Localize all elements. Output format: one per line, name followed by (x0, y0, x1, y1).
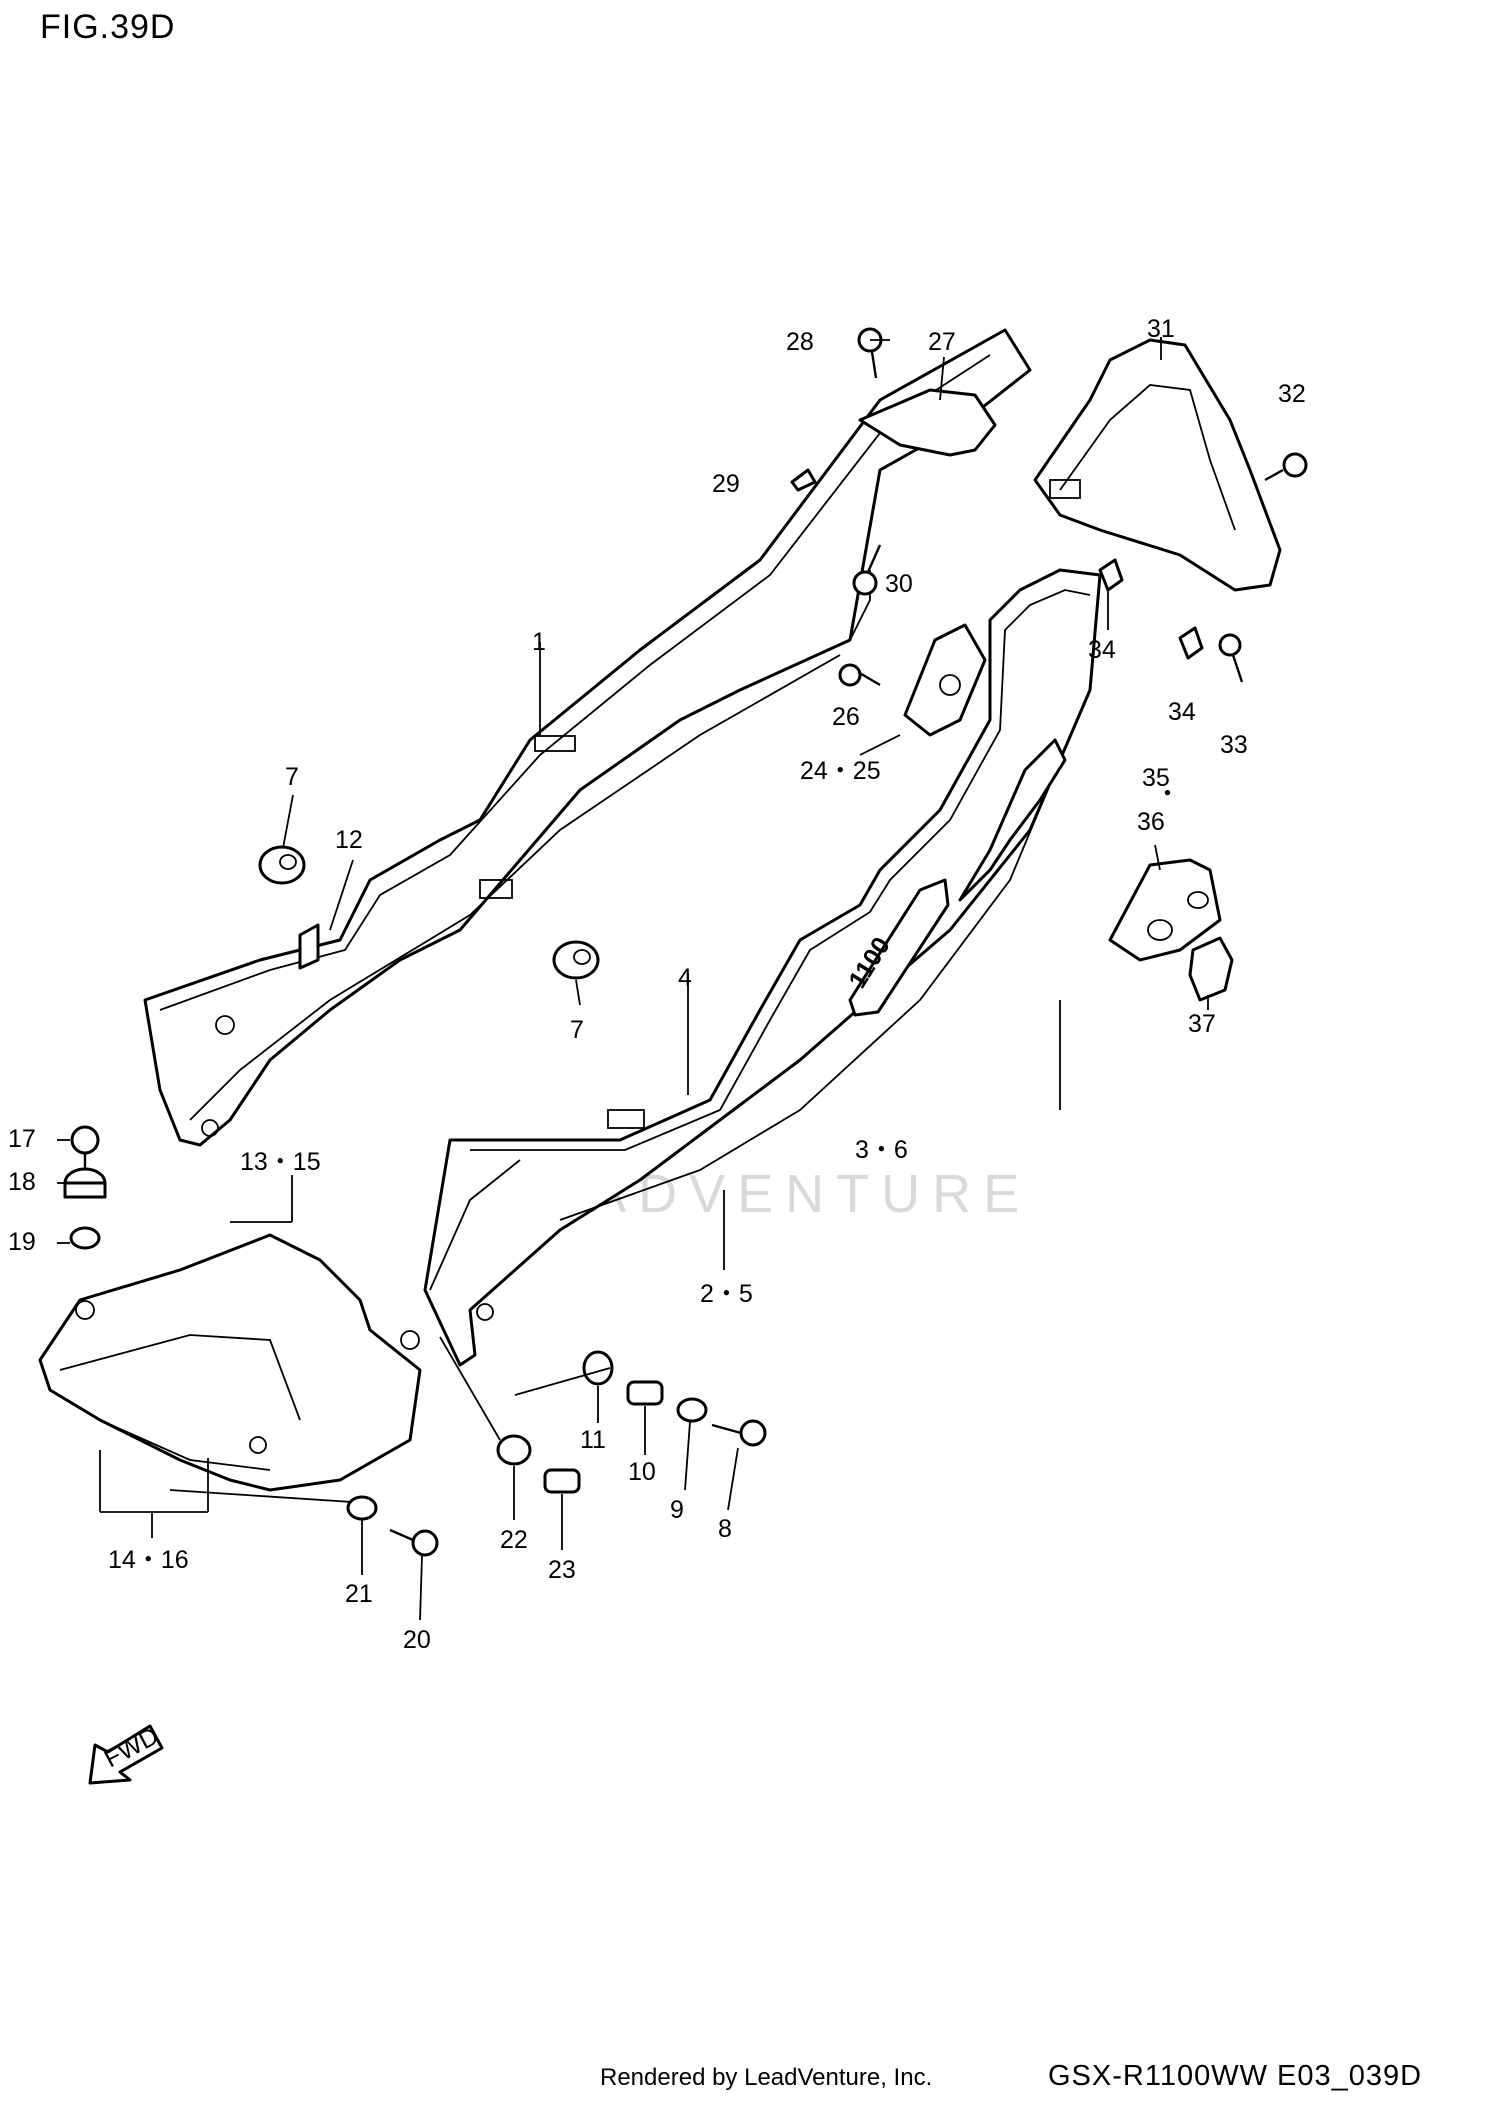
grommet-7-upper (258, 845, 306, 885)
callout-label: 4 (678, 964, 692, 992)
frame-cover-upper (143, 328, 1032, 1147)
callout-label: 17 (8, 1125, 36, 1153)
callout-label: 8 (718, 1515, 732, 1543)
callout-label: 18 (8, 1168, 36, 1196)
callout-label: 30 (885, 570, 913, 598)
callout-label: 24・25 (800, 757, 881, 785)
grommet-7-lower (552, 940, 600, 980)
callout-label: 7 (285, 763, 299, 791)
callout-label: 35 (1142, 764, 1170, 792)
frame-cover-lower (423, 568, 1102, 1367)
cover-27 (858, 388, 997, 457)
callout-label: 21 (345, 1580, 373, 1608)
callout-label: 28 (786, 328, 814, 356)
figure-title: FIG.39D (40, 8, 176, 46)
callout-label: 7 (570, 1016, 584, 1044)
rendered-by-credit: Rendered by LeadVenture, Inc. (600, 2064, 933, 2091)
callout-label: 13・15 (240, 1148, 321, 1176)
callout-label: 22 (500, 1526, 528, 1554)
callout-label: 1 (532, 628, 546, 656)
callout-label: 23 (548, 1556, 576, 1584)
callout-labels: 1712743・62・513・1514・16171819111098222321… (8, 315, 1306, 1654)
fastener-group (63, 327, 1308, 1557)
callout-label: 37 (1188, 1010, 1216, 1038)
callout-label: 3・6 (855, 1136, 908, 1164)
callout-label: ・ (1155, 780, 1180, 808)
callout-label: 34 (1088, 636, 1116, 664)
callout-label: 9 (670, 1496, 684, 1524)
callout-label: 19 (8, 1228, 36, 1256)
callout-label: 2・5 (700, 1280, 753, 1308)
callout-label: 12 (335, 826, 363, 854)
lower-cowl (38, 1233, 422, 1492)
leader-lines (57, 337, 1209, 1621)
cushion-35-36 (1108, 858, 1222, 962)
callout-label: 27 (928, 328, 956, 356)
callout-label: 10 (628, 1458, 656, 1486)
grab-rail-31 (1033, 338, 1282, 592)
callout-label: 29 (712, 470, 740, 498)
bracket-24-25 (903, 623, 987, 737)
callout-label: 33 (1220, 731, 1248, 759)
callout-label: 14・16 (108, 1546, 189, 1574)
callout-label: 11 (580, 1426, 606, 1454)
callout-label: 32 (1278, 380, 1306, 408)
callout-label: 34 (1168, 698, 1196, 726)
tape-12 (298, 923, 320, 970)
spacer-37 (1188, 936, 1234, 1002)
callout-label: 26 (832, 703, 860, 731)
forward-arrow-icon: FWD (88, 1722, 164, 1785)
callout-label: 36 (1137, 808, 1165, 836)
callout-label: 31 (1147, 315, 1175, 343)
callout-label: 20 (403, 1626, 431, 1654)
diagram-code: GSX-R1100WW E03_039D (1048, 2060, 1423, 2092)
